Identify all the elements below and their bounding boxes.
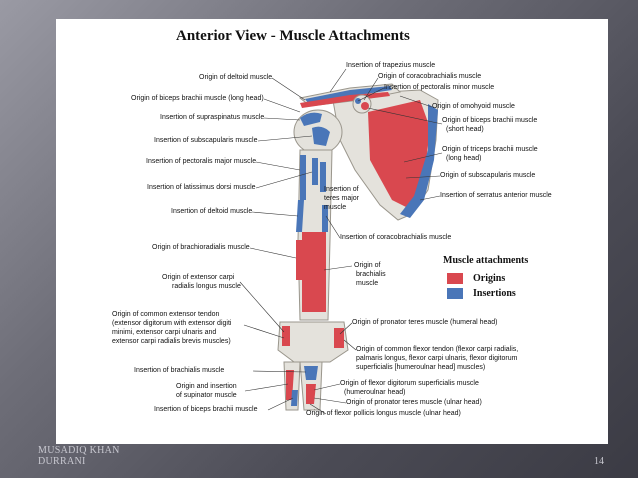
legend-origins-label: Origins xyxy=(473,272,506,284)
origin-swatch xyxy=(447,272,463,284)
label-biceps-long-origin: Origin of biceps brachii muscle (long he… xyxy=(131,95,264,102)
label-triceps-long-origin-2: (long head) xyxy=(446,155,482,162)
elbow-joint xyxy=(277,321,349,363)
brachialis-insertion xyxy=(304,366,318,380)
legend-origins: Origins xyxy=(447,272,505,284)
label-fds-origin-1: Origin of flexor digitorum superficialis… xyxy=(340,380,479,387)
label-pronator-ulnar-origin: Origin of pronator teres muscle (ulnar h… xyxy=(346,399,482,406)
biceps-insertion xyxy=(291,390,298,406)
coracobrachialis-insertion xyxy=(322,205,328,232)
label-subscapularis-insertion: Insertion of subscapularis muscle xyxy=(154,137,258,144)
label-pectoralis-major-insertion: Insertion of pectoralis major muscle xyxy=(146,158,257,165)
serratus-insertion xyxy=(400,104,438,218)
label-brachialis-origin-2: brachialis xyxy=(356,271,386,278)
label-common-extensor-2: (extensor digitorum with extensor digiti xyxy=(112,320,232,327)
author-line-1: MUSADIQ KHAN xyxy=(38,445,120,456)
common-extensor-origin xyxy=(282,326,290,346)
label-common-flexor-2: palmaris longus, flexor carpi ulnaris, f… xyxy=(356,355,518,362)
author-name: MUSADIQ KHAN DURRANI xyxy=(38,445,120,467)
legend-title: Muscle attachments xyxy=(443,255,529,266)
diagram-title: Anterior View - Muscle Attachments xyxy=(176,28,410,44)
label-brachialis-insertion: Insertion of brachialis muscle xyxy=(134,367,225,374)
label-teres-major-2: teres major xyxy=(324,195,360,202)
label-coracobrachialis-insertion: Insertion of coracobrachialis muscle xyxy=(340,234,452,241)
leader-lines-left xyxy=(239,77,313,411)
label-common-extensor-1: Origin of common extensor tendon xyxy=(112,311,220,318)
label-latissimus-insertion: Insertion of latissimus dorsi muscle xyxy=(147,184,256,191)
label-fpl-origin: Origin of flexor pollicis longus muscle … xyxy=(306,410,461,417)
label-supinator-1: Origin and insertion xyxy=(176,383,237,390)
insertion-swatch xyxy=(447,287,463,299)
label-teres-major-1: Insertion of xyxy=(324,186,359,193)
deltoid-insertion xyxy=(296,200,304,232)
pectoralis-major-insertion xyxy=(300,155,306,200)
latissimus-insertion xyxy=(312,158,318,185)
label-deltoid-insertion: Insertion of deltoid muscle xyxy=(171,208,253,215)
brachioradialis-origin xyxy=(296,240,302,280)
brachialis-origin xyxy=(302,232,326,312)
label-ecrl-origin-1: Origin of extensor carpi xyxy=(162,274,235,281)
label-biceps-short-origin-1: Origin of biceps brachii muscle xyxy=(442,117,538,124)
label-biceps-insertion: Insertion of biceps brachii muscle xyxy=(154,406,258,413)
slide-panel xyxy=(56,19,608,444)
label-triceps-long-origin-1: Origin of triceps brachii muscle xyxy=(442,146,538,153)
flexor-pollicis-origin xyxy=(306,384,316,404)
label-common-flexor-1: Origin of common flexor tendon (flexor c… xyxy=(356,346,519,353)
teres-major-insertion xyxy=(320,162,326,192)
label-pectoralis-minor-insertion: Insertion of pectoralis minor muscle xyxy=(384,84,495,91)
label-deltoid-origin: Origin of deltoid muscle xyxy=(199,74,273,81)
coracobrachialis-origin xyxy=(361,102,369,110)
label-serratus-insertion: Insertion of serratus anterior muscle xyxy=(440,192,552,199)
label-pronator-humeral-origin: Origin of pronator teres muscle (humeral… xyxy=(352,319,498,326)
label-fds-origin-2: (humeroulnar head) xyxy=(344,389,406,396)
leader-lines-right xyxy=(309,68,443,415)
label-supraspinatus-insertion: Insertion of supraspinatus muscle xyxy=(160,114,265,121)
subscapularis-origin xyxy=(368,100,430,208)
label-brachialis-origin-1: Origin of xyxy=(354,262,381,269)
supraspinatus-insertion xyxy=(300,112,322,126)
subscapularis-insertion xyxy=(312,126,330,146)
legend-insertions-label: Insertions xyxy=(473,287,516,299)
label-brachioradialis-origin: Origin of brachioradialis muscle xyxy=(152,244,250,251)
label-coracobrachialis-origin: Origin of coracobrachialis muscle xyxy=(378,73,482,80)
label-biceps-short-origin-2: (short head) xyxy=(446,126,484,133)
label-ecrl-origin-2: radialis longus muscle xyxy=(172,283,241,290)
label-brachialis-origin-3: muscle xyxy=(356,280,379,287)
label-common-extensor-4: extensor carpi radialis brevis muscles) xyxy=(112,338,231,345)
common-flexor-origin xyxy=(334,328,344,348)
label-subscapularis-origin: Origin of subscapularis muscle xyxy=(440,172,536,179)
slide-number: 14 xyxy=(594,456,604,467)
label-omohyoid-origin: Origin of omohyoid muscle xyxy=(432,103,515,110)
label-supinator-2: of supinator muscle xyxy=(176,392,237,399)
label-trapezius-insertion: Insertion of trapezius muscle xyxy=(346,62,436,69)
label-teres-major-3: muscle xyxy=(324,204,347,211)
label-common-flexor-3: superficialis [humeroulnar head] muscles… xyxy=(356,364,486,371)
legend-insertions: Insertions xyxy=(447,287,516,299)
author-line-2: DURRANI xyxy=(38,456,86,467)
label-common-extensor-3: minimi, extensor carpi ulnaris and xyxy=(112,329,217,336)
